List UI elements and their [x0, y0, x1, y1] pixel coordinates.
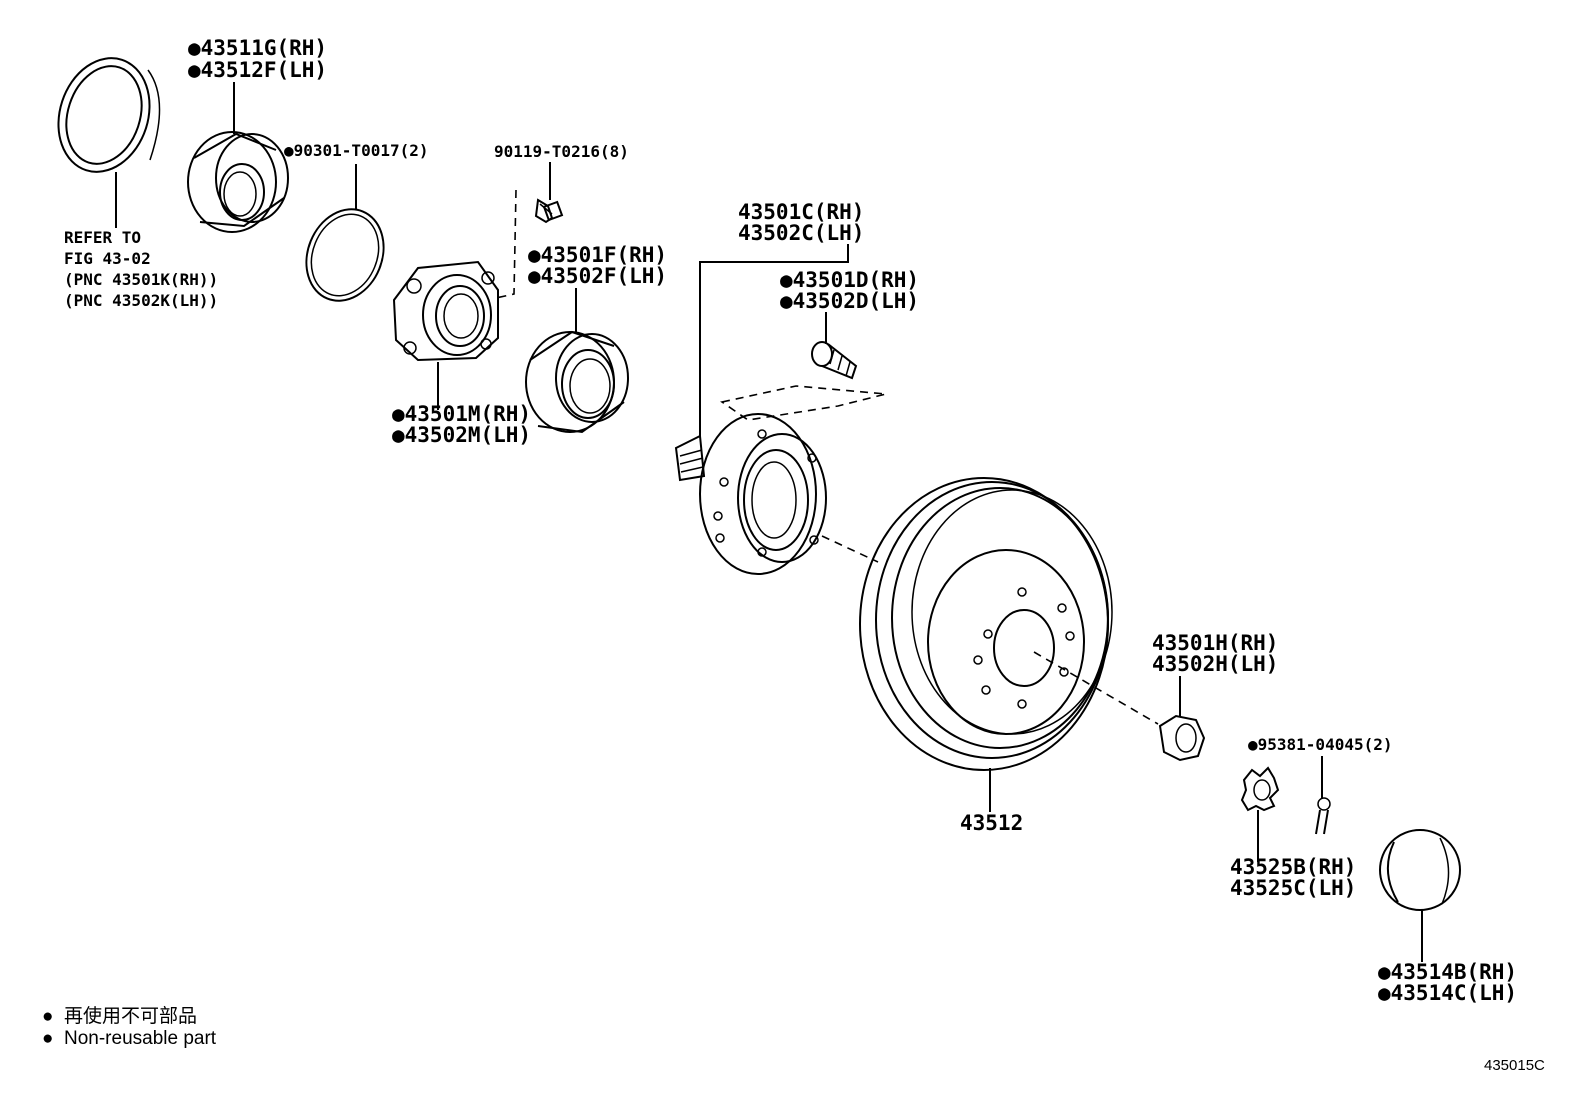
label-cotter-pin: ●95381-04045(2): [1248, 735, 1393, 754]
label-hub-lh: 43502C(LH): [738, 221, 864, 245]
wheel-bearing-part: [525, 330, 629, 434]
label-nut: 43501H(RH) 43502H(LH): [1152, 631, 1278, 676]
label-refer-line-4: (PNC 43502K(LH)): [64, 291, 218, 310]
label-disc: 43512: [960, 811, 1023, 835]
label-nut-lh: 43502H(LH): [1152, 652, 1278, 676]
legend-text-en: Non-reusable part: [64, 1028, 217, 1049]
label-bearing-housing-lh: ●43502M(LH): [392, 423, 531, 447]
legend: ● 再使用不可部品 ● Non-reusable part: [42, 1005, 217, 1049]
label-bearing-housing: ●43501M(RH) ●43502M(LH): [392, 402, 531, 447]
label-nut-lock-lh: 43525C(LH): [1230, 876, 1356, 900]
label-hub-bolt: ●43501D(RH) ●43502D(LH): [780, 268, 919, 313]
brake-disc-part: [859, 477, 1113, 771]
label-bearing-housing-rh: ●43501M(RH): [392, 402, 531, 426]
label-bearing-lh: ●43502F(LH): [528, 264, 667, 288]
label-bearing: ●43501F(RH) ●43502F(LH): [528, 243, 667, 288]
label-nut-rh: 43501H(RH): [1152, 631, 1278, 655]
legend-bullet-en: ●: [42, 1028, 53, 1049]
legend-bullet-ja: ●: [42, 1006, 53, 1027]
outer-ring-part: [57, 57, 161, 173]
label-grease-cap: ●43514B(RH) ●43514C(LH): [1378, 960, 1517, 1005]
axle-hub-part: [674, 413, 827, 575]
label-bolt: 90119-T0216(8): [494, 142, 629, 161]
label-seal-outer-rh: ●43511G(RH): [188, 36, 327, 60]
label-hub-rh: 43501C(RH): [738, 200, 864, 224]
label-grease-cap-lh: ●43514C(LH): [1378, 981, 1517, 1005]
label-o-ring: ●90301-T0017(2): [284, 141, 429, 160]
dashed-alignment-lines: [495, 189, 1159, 725]
label-seal-outer-lh: ●43512F(LH): [188, 58, 327, 82]
cotter-pin-part: [1315, 797, 1331, 835]
legend-text-ja: 再使用不可部品: [64, 1005, 197, 1027]
leader-lines: [115, 82, 1423, 962]
o-ring-part: [305, 208, 385, 302]
label-refer-line-3: (PNC 43501K(RH)): [64, 270, 218, 289]
label-hub-bolt-rh: ●43501D(RH): [780, 268, 919, 292]
label-refer-line-1: REFER TO: [64, 228, 141, 247]
bearing-housing-part: [392, 260, 499, 362]
oil-seal-part: [187, 131, 289, 233]
label-refer-line-2: FIG 43-02: [64, 249, 151, 268]
label-seal-outer: ●43511G(RH) ●43512F(LH): [188, 36, 327, 82]
grease-cap-part: [1379, 829, 1461, 911]
label-nut-lock-rh: 43525B(RH): [1230, 855, 1356, 879]
label-hub: 43501C(RH) 43502C(LH): [738, 200, 864, 245]
flange-bolt-part: [534, 198, 564, 224]
nut-lock-part: [1240, 766, 1280, 812]
figure-code: 435015C: [1484, 1057, 1545, 1074]
label-nut-lock: 43525B(RH) 43525C(LH): [1230, 855, 1356, 900]
label-ring-refer: REFER TO FIG 43-02 (PNC 43501K(RH)) (PNC…: [64, 228, 218, 310]
label-bearing-rh: ●43501F(RH): [528, 243, 667, 267]
label-grease-cap-rh: ●43514B(RH): [1378, 960, 1517, 984]
hub-bolt-part: [811, 341, 858, 380]
label-hub-bolt-lh: ●43502D(LH): [780, 289, 919, 313]
hub-nut-part: [1158, 714, 1206, 762]
